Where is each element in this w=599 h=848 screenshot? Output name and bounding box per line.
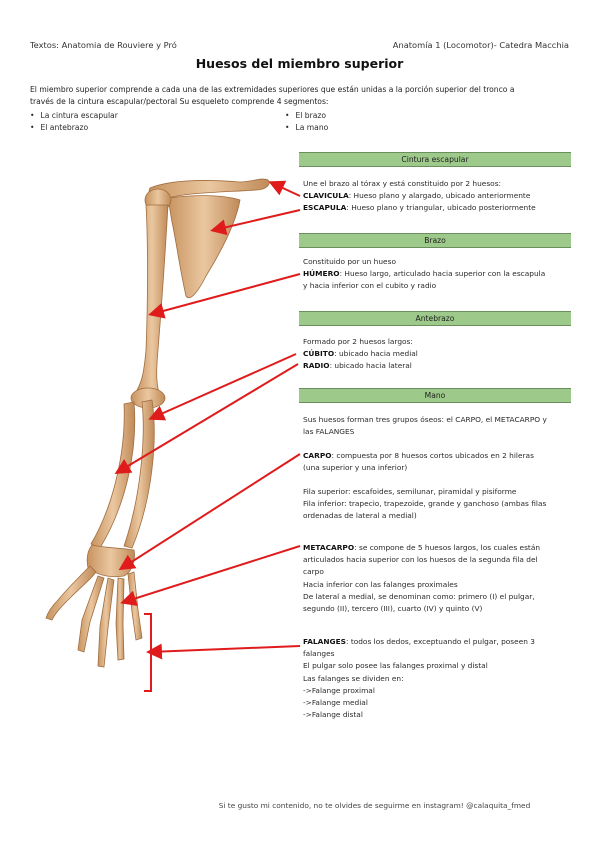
humero-line-2: y hacia inferior con el cubito y radio <box>303 281 437 291</box>
section-cintura-text: Une el brazo al tórax y está constituido… <box>303 178 571 215</box>
fila-inferior-2: ordenadas de lateral a medial) <box>303 511 417 521</box>
finger-middle <box>97 577 115 668</box>
falanges-block: FALANGES: todos los dedos, exceptuando e… <box>303 636 571 721</box>
metacarpo-desc: : se compone de 5 huesos largos, los cua… <box>354 543 541 552</box>
intro-line-2: través de la cintura escapular/pectoral … <box>30 97 329 106</box>
falanges-term: FALANGES <box>303 637 346 646</box>
humerus-bone <box>135 204 169 397</box>
carpo-block: CARPO: compuesta por 8 huesos cortos ubi… <box>303 450 571 474</box>
section-heading-brazo: Brazo <box>299 233 571 248</box>
arrow-carpo <box>118 453 301 571</box>
escapula-desc: : Hueso plano y triangular, ubicado post… <box>346 203 536 213</box>
falange-proximal: ->Falange proximal <box>303 685 375 695</box>
bullet-brazo: El brazo <box>285 110 326 122</box>
metacarpo-line-4: Hacia inferior con las falanges proximal… <box>303 579 458 589</box>
header-source: Textos: Anatomia de Rouviere y Pró <box>30 40 177 50</box>
metacarpo-line: METACARPO: se compone de 5 huesos largos… <box>303 542 571 554</box>
humero-desc: : Hueso largo, articulado hacia superior… <box>339 269 546 279</box>
section-heading-cintura: Cintura escapular <box>299 152 571 167</box>
escapula-term: ESCAPULA <box>303 203 347 213</box>
page-title: Huesos del miembro superior <box>195 56 404 71</box>
filas-block: Fila superior: escafoides, semilunar, pi… <box>303 486 571 523</box>
falanges-line: FALANGES: todos los dedos, exceptuando e… <box>303 636 571 648</box>
intro-line-1: El miembro superior comprende a cada una… <box>30 85 515 94</box>
arrow-radio <box>114 363 299 475</box>
carpo-line-2: (una superior y una inferior) <box>303 463 408 473</box>
arrow-cubito <box>148 353 297 421</box>
falanges-line-2: falanges <box>303 649 335 659</box>
cubito-line: CÚBITO: ubicado hacia medial <box>303 348 571 360</box>
ulna-bone <box>123 399 155 549</box>
brazo-intro: Constituido por un hueso <box>303 257 396 266</box>
bullet-antebrazo: El antebrazo <box>30 122 88 134</box>
arrow-falanges <box>146 643 301 660</box>
radio-line: RADIO: ubicado hacia lateral <box>303 360 571 372</box>
falanges-bracket <box>144 613 152 692</box>
section-brazo-text: Constituido por un hueso HÚMERO: Hueso l… <box>303 256 571 293</box>
humero-line: HÚMERO: Hueso largo, articulado hacia su… <box>303 268 571 280</box>
falanges-line-4: Las falanges se dividen en: <box>303 673 404 683</box>
carpo-term: CARPO <box>303 451 332 460</box>
falanges-desc: : todos los dedos, exceptuando el pulgar… <box>345 637 535 646</box>
arrow-clavicula <box>268 180 301 197</box>
cubito-term: CÚBITO <box>303 349 335 359</box>
arrow-metacarpo <box>120 545 301 606</box>
clavicula-desc: : Hueso plano y alargado, ubicado anteri… <box>348 191 531 201</box>
radio-desc: : ubicado hacia lateral <box>329 361 412 371</box>
section-heading-antebrazo: Antebrazo <box>299 311 571 326</box>
escapula-line: ESCAPULA: Hueso plano y triangular, ubic… <box>303 202 571 214</box>
metacarpo-block: METACARPO: se compone de 5 huesos largos… <box>303 542 571 615</box>
intro-paragraph: El miembro superior comprende a cada una… <box>30 84 575 108</box>
bullet-mano: La mano <box>285 122 328 134</box>
humero-term: HÚMERO <box>303 269 340 279</box>
metacarpo-line-6: segundo (II), tercero (III), cuarto (IV)… <box>303 604 483 614</box>
radius-bone <box>90 401 136 549</box>
falange-distal: ->Falange distal <box>303 710 363 720</box>
footer-instagram-note: Si te gusto mi contenido, no te olvides … <box>218 801 531 810</box>
mano-intro-2: las FALANGES <box>303 427 355 437</box>
header-course: Anatomía 1 (Locomotor)- Catedra Macchia <box>392 40 569 50</box>
scapula-bone <box>167 195 241 299</box>
falange-medial: ->Falange medial <box>303 698 368 708</box>
metacarpo-line-2: articulados hacia superior con los hueso… <box>303 555 538 565</box>
mano-intro-1: Sus huesos forman tres grupos óseos: el … <box>303 415 547 424</box>
finger-index <box>77 575 105 653</box>
finger-little <box>127 571 143 641</box>
metacarpo-line-5: De lateral a medial, se denominan como: … <box>303 591 535 601</box>
clavicula-term: CLAVICULA <box>303 191 349 201</box>
section-mano-text: Sus huesos forman tres grupos óseos: el … <box>303 414 571 438</box>
antebrazo-intro: Formado por 2 huesos largos: <box>303 337 413 346</box>
thumb-bones <box>45 565 97 621</box>
carpo-line: CARPO: compuesta por 8 huesos cortos ubi… <box>303 450 571 462</box>
cubito-desc: : ubicado hacia medial <box>334 349 418 359</box>
arrow-escapula <box>210 209 301 236</box>
fila-superior: Fila superior: escafoides, semilunar, pi… <box>303 487 517 496</box>
metacarpo-line-3: carpo <box>303 567 324 577</box>
clavicula-line: CLAVICULA: Hueso plano y alargado, ubica… <box>303 190 571 202</box>
section-antebrazo-text: Formado por 2 huesos largos: CÚBITO: ubi… <box>303 336 571 373</box>
section-heading-mano: Mano <box>299 388 571 403</box>
radio-term: RADIO <box>303 361 330 371</box>
carpo-desc: : compuesta por 8 huesos cortos ubicados… <box>331 451 534 460</box>
finger-ring <box>115 577 125 661</box>
falanges-line-3: El pulgar solo posee las falanges proxim… <box>303 661 488 671</box>
cintura-intro: Une el brazo al tórax y está constituido… <box>303 179 502 188</box>
arrow-humero <box>148 273 301 319</box>
bullet-cintura: La cintura escapular <box>30 110 117 122</box>
metacarpo-term: METACARPO <box>303 543 355 552</box>
fila-inferior-1: Fila inferior: trapecio, trapezoide, gra… <box>303 499 547 509</box>
